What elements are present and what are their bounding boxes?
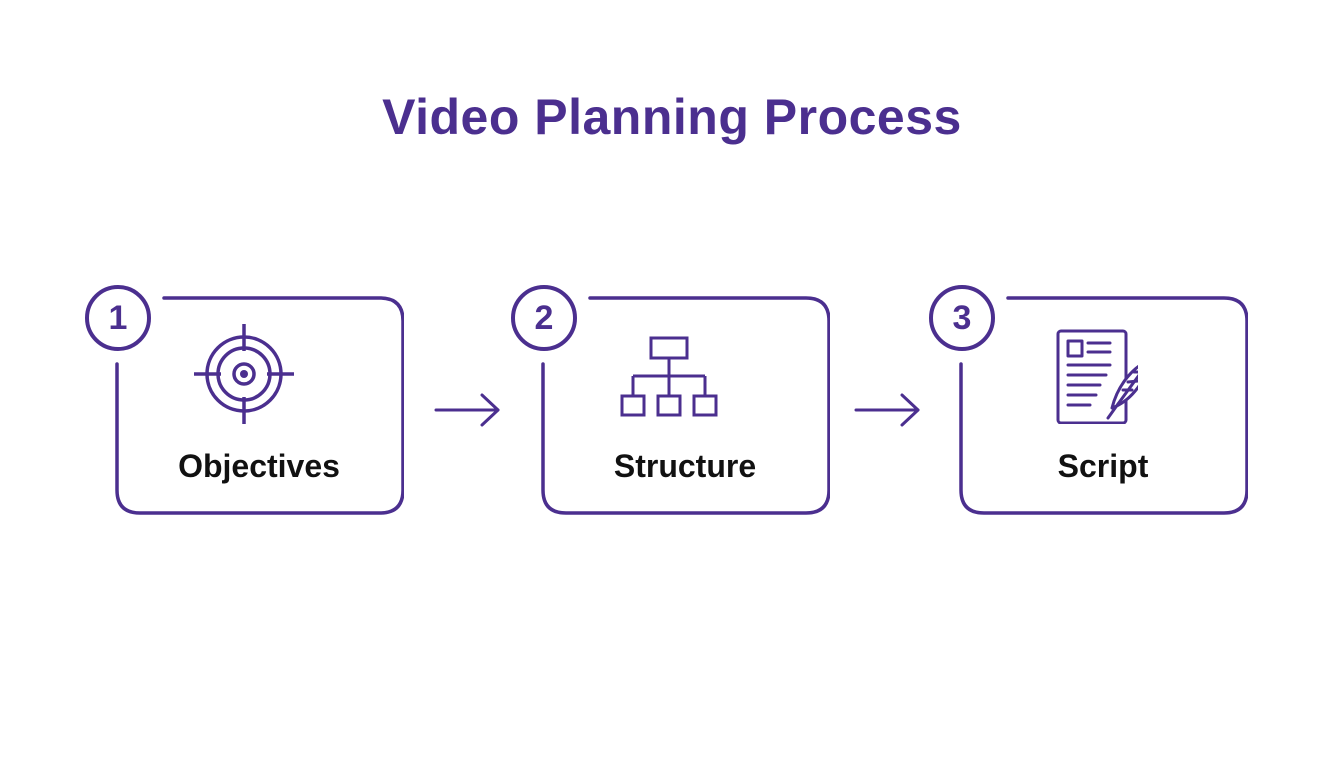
step-label: Objectives xyxy=(178,448,340,484)
hierarchy-icon xyxy=(620,336,718,417)
step-frame xyxy=(929,285,1248,515)
arrow-right-icon xyxy=(854,393,920,427)
document-quill-icon xyxy=(1056,329,1138,424)
step-number: 2 xyxy=(534,299,554,337)
step-label: Structure xyxy=(613,448,757,484)
step-card-objectives: 1 Objectives xyxy=(84,284,404,518)
diagram-title: Video Planning Process xyxy=(382,89,962,145)
step-label: Script xyxy=(1057,448,1149,484)
arrow-right-icon xyxy=(434,393,500,427)
step-frame xyxy=(511,285,830,515)
step-number: 1 xyxy=(108,299,128,337)
step-card-structure: 2 Structure xyxy=(510,284,830,518)
step-card-script: 3 Script xyxy=(928,284,1248,518)
target-icon xyxy=(194,324,294,424)
step-number: 3 xyxy=(952,299,972,337)
step-frame xyxy=(85,285,404,515)
